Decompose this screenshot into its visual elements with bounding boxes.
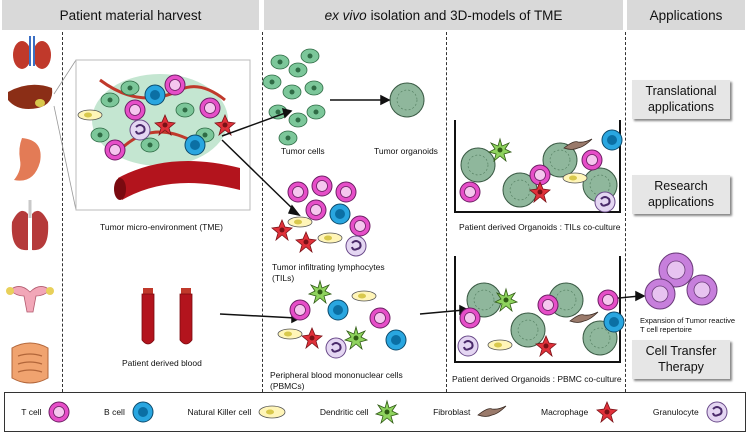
legend-item-t-cell: T cell	[21, 400, 71, 424]
header-applications: Applications	[627, 0, 745, 30]
macrophage-icon	[596, 400, 619, 424]
header-ex-vivo: ex vivo	[324, 7, 367, 23]
pbmc-label-line1: Peripheral blood mononuclear cells	[270, 370, 403, 380]
pbmc-cluster	[277, 280, 407, 359]
expansion-label-line2: T cell repertoire	[640, 325, 692, 335]
patient-blood-label: Patient derived blood	[122, 358, 202, 368]
header-isolation-label: isolation and 3D-models of TME	[370, 7, 563, 23]
t-cell-icon	[48, 401, 70, 423]
legend-item-granulocyte: Granulocyte	[653, 400, 729, 424]
transfer-line1: Cell Transfer	[645, 344, 717, 358]
legend-label-t-cell: T cell	[21, 407, 42, 417]
translational-line2: applications	[647, 100, 714, 115]
expansion-label: Expansion of Tumor reactive T cell reper…	[640, 316, 735, 335]
uterus-icon	[6, 286, 54, 313]
legend: T cell B cell Natural Killer cell Dendri…	[4, 392, 746, 432]
tils-label-line2: (TILs)	[272, 272, 295, 283]
legend-label-macrophage: Macrophage	[540, 407, 589, 417]
til-coculture-well	[454, 120, 623, 213]
research-line2: applications	[647, 195, 714, 210]
blood-tube-1	[141, 288, 155, 345]
tils-label: Tumor infiltrating lymphocytes (TILs)	[272, 262, 385, 283]
pbmc-coculture-well	[454, 256, 625, 363]
separator-2	[262, 32, 263, 392]
translational-applications-box: Translational applications	[632, 80, 730, 119]
header-applications-label: Applications	[649, 7, 723, 23]
nk-cell-icon	[258, 405, 286, 419]
kidney-icon	[13, 36, 51, 69]
transfer-line2: Therapy	[658, 360, 704, 375]
granulocyte-icon	[706, 401, 728, 423]
legend-item-fibroblast: Fibroblast	[433, 403, 508, 421]
pbmc-label: Peripheral blood mononuclear cells (PBMC…	[270, 370, 403, 391]
separator-3	[446, 32, 447, 392]
tils-label-line1: Tumor infiltrating lymphocytes	[272, 262, 385, 272]
expanded-t-cells	[644, 252, 718, 310]
translational-line1: Translational	[645, 84, 717, 98]
tumor-organoids-label: Tumor organoids	[374, 146, 438, 156]
legend-label-dendritic-cell: Dendritic cell	[319, 407, 369, 417]
legend-item-macrophage: Macrophage	[541, 399, 620, 425]
legend-label-granulocyte: Granulocyte	[652, 407, 699, 417]
dendritic-cell-icon	[375, 399, 400, 425]
stomach-icon	[14, 138, 41, 181]
pbmc-coculture-label: Patient derived Organoids : PBMC co-cult…	[452, 374, 622, 384]
separator-1	[62, 32, 63, 392]
intestine-icon	[11, 342, 49, 384]
legend-item-b-cell: B cell	[104, 400, 155, 424]
header-isolation: ex vivo isolation and 3D-models of TME	[264, 0, 623, 30]
research-line1: Research	[654, 179, 708, 193]
til-coculture-label: Patient derived Organoids : TILs co-cult…	[459, 222, 621, 232]
header-harvest: Patient material harvest	[2, 0, 259, 30]
tme-tissue	[77, 74, 240, 200]
separator-4	[625, 32, 626, 392]
blood-tube-2	[179, 288, 193, 345]
tumor-cells-label: Tumor cells	[281, 146, 325, 156]
liver-icon	[8, 84, 53, 109]
tils-cluster	[271, 175, 371, 257]
legend-item-dendritic-cell: Dendritic cell	[320, 399, 401, 425]
tumor-organoid	[389, 82, 425, 118]
expansion-label-line1: Expansion of Tumor reactive	[640, 316, 736, 325]
cell-transfer-therapy-box: Cell Transfer Therapy	[632, 340, 730, 379]
fibroblast-icon	[477, 405, 507, 417]
lungs-icon	[11, 200, 49, 251]
tumor-cells-cluster	[262, 48, 326, 146]
legend-label-b-cell: B cell	[104, 407, 125, 417]
header-harvest-label: Patient material harvest	[59, 7, 202, 23]
legend-label-fibroblast: Fibroblast	[433, 407, 471, 417]
pbmc-label-line2: (PBMCs)	[270, 380, 305, 391]
legend-item-nk-cell: Natural Killer cell	[187, 402, 287, 422]
b-cell-icon	[132, 401, 154, 423]
tme-label: Tumor micro-environment (TME)	[100, 222, 223, 232]
research-applications-box: Research applications	[632, 175, 730, 214]
legend-label-nk-cell: Natural Killer cell	[187, 407, 252, 417]
